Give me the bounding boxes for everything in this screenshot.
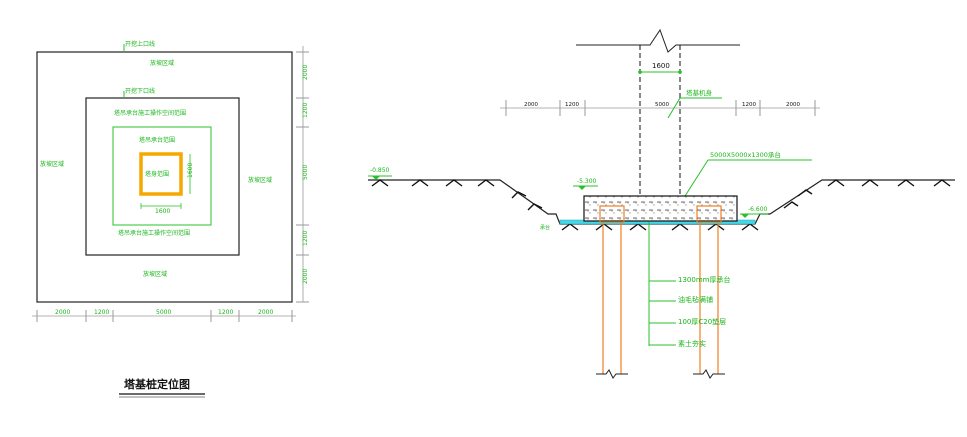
legend-item-3: 素土夯实 bbox=[678, 339, 706, 348]
plan-caption: 塔基桩定位图 bbox=[124, 377, 190, 391]
slope-area-right-label: 放坡区域 bbox=[248, 176, 272, 184]
piles bbox=[599, 205, 722, 374]
right-dim-1: 1200 bbox=[302, 103, 309, 118]
section-top-dim-0: 2000 bbox=[524, 102, 538, 108]
slope-area-bottom-label: 放坡区域 bbox=[143, 270, 167, 278]
cap-size-label: 5000X5000x1300承台 bbox=[710, 150, 781, 159]
bottom-dim-ticks bbox=[36, 310, 293, 322]
right-dim-3: 1200 bbox=[302, 231, 309, 246]
cap-range-hatch bbox=[112, 126, 212, 226]
workspace-bottom-label: 塔吊承台施工操作空间范围 bbox=[118, 229, 190, 237]
cap-range-label: 塔吊承台范围 bbox=[139, 136, 175, 144]
excavation-top-line-label: 开挖上口线 bbox=[125, 40, 155, 48]
legend-leader-ticks bbox=[649, 280, 676, 346]
pile-right-break bbox=[693, 369, 725, 379]
pile-left-head bbox=[599, 205, 625, 223]
elev-top-cap-text: -5.300 bbox=[577, 178, 597, 185]
pile-right-head bbox=[696, 205, 722, 223]
pile-left-break bbox=[596, 369, 628, 379]
section-top-dim-4: 2000 bbox=[786, 102, 800, 108]
bottom-dim-1: 1200 bbox=[94, 309, 109, 316]
excavation-top-outline bbox=[36, 51, 293, 303]
cap-size-leader bbox=[684, 159, 709, 197]
dim-1600-dot-b bbox=[678, 70, 682, 74]
section-top-dim-2: 5000 bbox=[655, 102, 669, 108]
bottom-dim-0: 2000 bbox=[55, 309, 70, 316]
pile-cap bbox=[583, 195, 738, 222]
section-top-dim-ticks bbox=[505, 100, 816, 116]
elev-left-tri bbox=[372, 176, 380, 180]
right-dim-0: 2000 bbox=[302, 65, 309, 80]
mast-break-line bbox=[576, 28, 740, 53]
right-dim-4: 2000 bbox=[302, 269, 309, 284]
elev-bottom-tri bbox=[741, 214, 749, 218]
tower-body-square bbox=[139, 152, 183, 196]
elev-left-text: -0.850 bbox=[370, 167, 390, 174]
tower-body-leader bbox=[667, 97, 681, 119]
workspace-top-label: 塔吊承台施工操作空间范围 bbox=[114, 109, 186, 117]
right-dim-2: 5000 bbox=[302, 165, 309, 180]
bottom-dim-3: 1200 bbox=[218, 309, 233, 316]
tower-body-label: 塔基机身 bbox=[686, 88, 713, 97]
plan-view: 开挖上口线 放坡区域 开挖下口线 塔吊承台施工操作空间范围 塔吊承台范围 塔身范… bbox=[32, 40, 309, 398]
section-top-dim-1: 1200 bbox=[565, 102, 579, 108]
excavation-bottom-line-label: 开挖下口线 bbox=[125, 87, 155, 95]
dim-1600-vert-text: 1600 bbox=[187, 163, 194, 178]
elev-bottom-text: -6.600 bbox=[748, 206, 768, 213]
legend-item-2: 100厚C20垫层 bbox=[678, 317, 726, 326]
right-dim-ticks bbox=[296, 51, 309, 303]
tower-body-range-label: 塔身范围 bbox=[145, 170, 169, 178]
dim-1600-dot-a bbox=[638, 70, 642, 74]
section-view: 1600 2000 1200 5000 1200 2000 塔基机身 5000X… bbox=[368, 28, 955, 379]
legend-item-1: 油毛毡满铺 bbox=[678, 295, 713, 304]
dim-1600-section-text: 1600 bbox=[652, 62, 670, 70]
elev-top-cap-tri bbox=[578, 186, 586, 190]
earth-symbols bbox=[371, 179, 951, 231]
legend-item-0: 1300mm厚承台 bbox=[678, 275, 730, 284]
slope-area-top-label: 放坡区域 bbox=[150, 59, 174, 67]
slope-area-left-label: 放坡区域 bbox=[40, 160, 64, 168]
section-top-dim-3: 1200 bbox=[742, 102, 756, 108]
bottom-dim-4: 2000 bbox=[258, 309, 273, 316]
bottom-dim-2: 5000 bbox=[156, 309, 171, 316]
dim-1600-plan-text: 1600 bbox=[155, 208, 170, 215]
left-small-label: 承台 bbox=[540, 224, 550, 231]
excavation-bottom-outline bbox=[85, 97, 240, 256]
